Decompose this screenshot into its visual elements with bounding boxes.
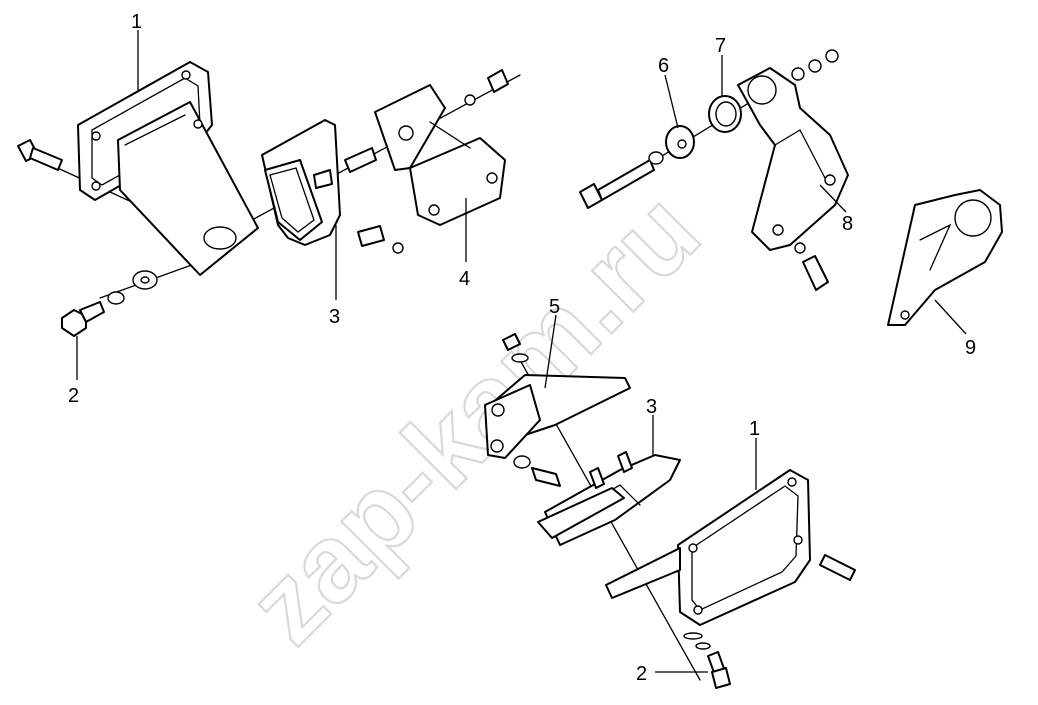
callout-5: 5 — [549, 296, 560, 318]
callout-3-bottom: 3 — [646, 396, 657, 418]
callout-3-top: 3 — [329, 306, 340, 328]
part-6-bushing — [665, 125, 695, 159]
part-9-mount-bracket — [887, 189, 1003, 326]
part-1-top-support-bracket — [77, 61, 259, 276]
callout-1-bottom: 1 — [749, 418, 760, 440]
callout-6: 6 — [658, 55, 669, 77]
part-5-bracket — [484, 333, 631, 487]
part-4-engine-bracket — [374, 69, 509, 226]
callout-1-top: 1 — [131, 11, 142, 33]
bracket-hole — [203, 226, 237, 250]
callout-2-bottom: 2 — [636, 663, 647, 685]
callout-8: 8 — [842, 213, 853, 235]
leader-lines — [76, 30, 967, 673]
bolt-2-top-assembly — [61, 270, 158, 337]
part-7-sleeve — [708, 95, 742, 133]
part-3-bottom-rubber-cushion — [537, 451, 681, 546]
bolt-top-left — [17, 139, 63, 171]
callout-7: 7 — [715, 35, 726, 57]
part-3-top-rubber-cushion — [261, 119, 404, 254]
part-8-mount-bracket — [737, 49, 849, 291]
bolt-2-bottom-assembly — [683, 632, 731, 689]
bolt-6-assembly — [579, 151, 664, 209]
watermark-text: zap-kam.ru — [225, 169, 723, 667]
callout-9: 9 — [965, 337, 976, 359]
callout-4: 4 — [459, 268, 470, 290]
part-1-bottom-support-plate — [605, 469, 856, 626]
callout-numbers: 1 2 3 4 6 7 8 9 5 3 1 2 — [68, 11, 976, 685]
callout-2-top: 2 — [68, 385, 79, 407]
